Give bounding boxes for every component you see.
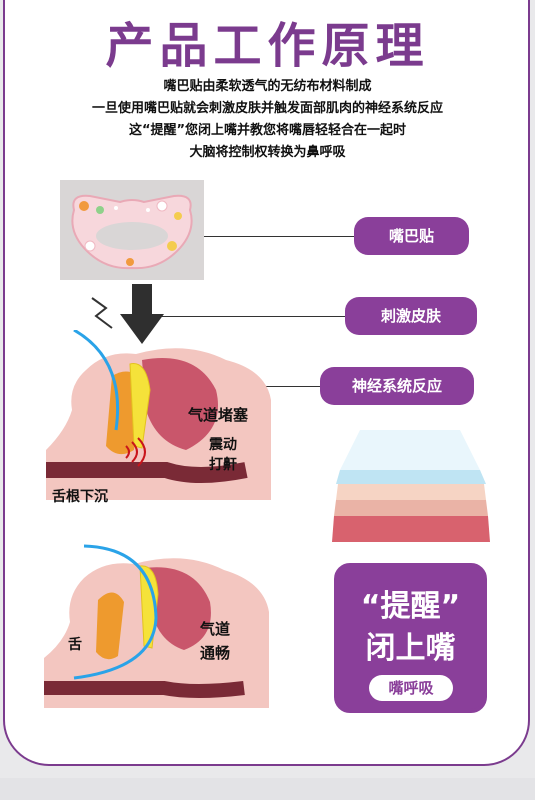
intro-text: 嘴巴贴由柔软透气的无纺布材料制成 一旦使用嘴巴贴就会刺激皮肤并触发面部肌肉的神经…	[0, 76, 535, 164]
pill-mouth-patch: 嘴巴贴	[354, 217, 469, 255]
mouth-patch-illustration	[71, 194, 193, 270]
clear-airway-diagram	[44, 544, 269, 708]
pill-stimulate-skin: 刺激皮肤	[345, 297, 477, 335]
label-tongue: 舌	[68, 637, 82, 653]
intro-line: 这“提醒”您闭上嘴并教您将嘴唇轻轻合在一起时	[128, 123, 407, 138]
skin-layers-illustration	[332, 430, 490, 542]
reminder-close-mouth: 闭上嘴	[365, 631, 456, 666]
zigzag-icon	[91, 297, 113, 329]
intro-line: 大脑将控制权转换为鼻呼吸	[189, 145, 346, 160]
pill-nerve-response: 神经系统反应	[320, 367, 474, 405]
label-clear: 通畅	[200, 644, 231, 662]
blocked-airway-diagram	[46, 330, 271, 500]
label-airway: 气道	[200, 620, 231, 638]
connector-line	[204, 236, 354, 237]
label-tongue-sink: 舌根下沉	[52, 489, 108, 505]
reminder-box: “提醒” 闭上嘴 嘴呼吸	[334, 563, 487, 713]
mouth-patch-image	[60, 180, 204, 280]
reminder-badge: 嘴呼吸	[369, 675, 453, 701]
page-title: 产品工作原理	[105, 18, 430, 74]
label-snore: 打鼾	[209, 457, 237, 473]
intro-line: 嘴巴贴由柔软透气的无纺布材料制成	[163, 79, 372, 94]
connector-line	[150, 316, 345, 317]
label-airway-blocked: 气道堵塞	[188, 406, 249, 424]
down-arrow-icon	[120, 284, 164, 344]
label-vibrate: 震动	[209, 437, 237, 453]
bottom-strip	[0, 778, 535, 800]
reminder-title: “提醒”	[360, 589, 461, 624]
intro-line: 一旦使用嘴巴贴就会刺激皮肤并触发面部肌肉的神经系统反应	[91, 101, 443, 116]
